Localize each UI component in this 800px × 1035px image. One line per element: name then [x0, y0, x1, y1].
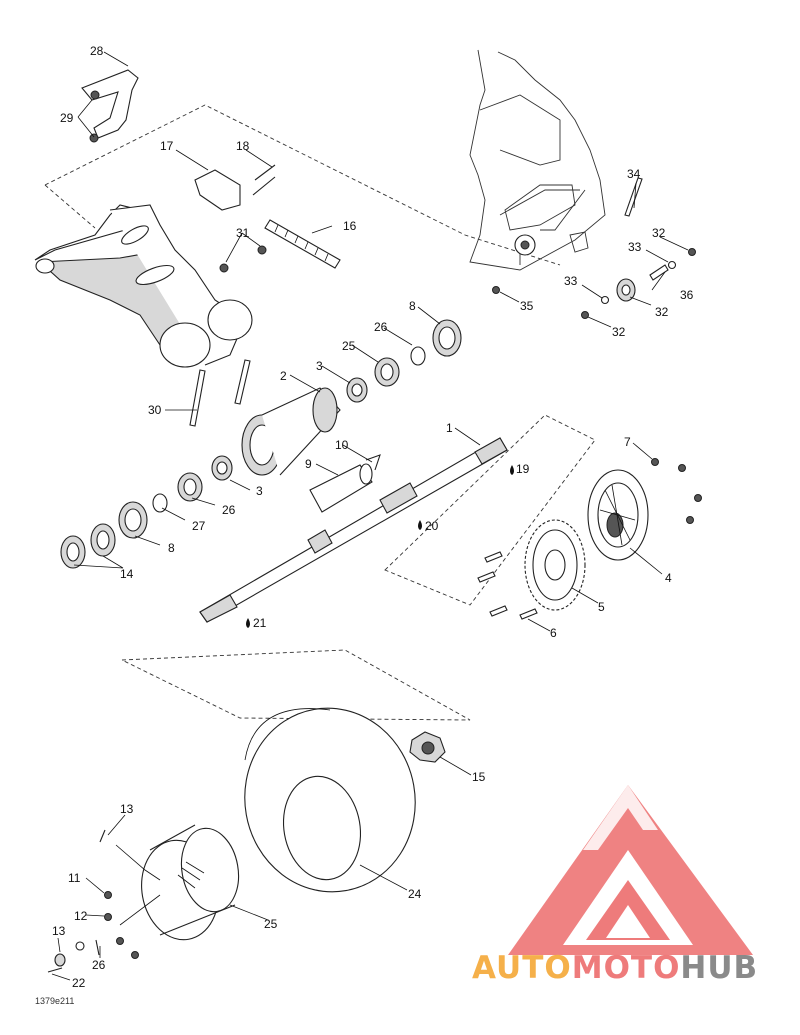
callout-9: 9 — [305, 457, 312, 471]
callout-19: 13 — [52, 924, 66, 938]
callout-31: 35 — [520, 299, 534, 313]
callout-18: 12 — [74, 909, 88, 923]
rear-tire — [244, 707, 416, 893]
callout-26-b: 20 — [425, 519, 439, 533]
sprocket-bolts — [477, 458, 702, 620]
leader-lines — [51, 51, 689, 981]
pivot-bolts — [189, 245, 267, 427]
callout-5: 5 — [598, 600, 605, 614]
grease-drop-icon — [418, 520, 422, 530]
spacer-tube — [309, 463, 373, 513]
grease-drop-icon — [510, 465, 514, 475]
callout-28: 31 — [236, 226, 250, 240]
rear-axle — [199, 437, 508, 623]
callout-6: 6 — [550, 626, 557, 640]
callout-labels: 28 29 17 18 16 31 30 2 3 25 26 8 1 10 9 … — [52, 44, 694, 990]
callout-26-c: 21 — [253, 616, 267, 630]
callout-8-lower: 8 — [168, 541, 175, 555]
callout-35: 29 — [60, 111, 74, 125]
callout-26-a: 19 — [516, 462, 530, 476]
callout-1: 1 — [446, 421, 453, 435]
automotohub-logo — [508, 785, 753, 955]
callout-14: 24 — [408, 887, 422, 901]
upper-bracket — [81, 69, 139, 143]
callout-17: 11 — [68, 871, 81, 885]
callout-12: 15 — [472, 770, 486, 784]
rear-sprocket — [524, 519, 586, 611]
callout-32-lower: 32 — [612, 325, 626, 339]
callout-13-lower: 26 — [222, 503, 236, 517]
automotohub-wordmark: AUTOMOTOHUB — [472, 950, 758, 986]
callout-13-upper: 25 — [342, 339, 356, 353]
callout-10: 10 — [335, 438, 349, 452]
callout-32-upper: 32 — [652, 226, 666, 240]
wheel-rim — [141, 824, 240, 941]
eccentric-housing — [241, 387, 341, 476]
callout-27: 30 — [148, 403, 162, 417]
callout-22: 17 — [160, 139, 174, 153]
callout-25-lower: 27 — [192, 519, 206, 533]
drive-chain — [264, 219, 341, 269]
callout-2: 2 — [280, 369, 287, 383]
callout-3-lower: 3 — [256, 484, 263, 498]
callout-24: 26 — [92, 958, 106, 972]
callout-25-upper: 26 — [374, 320, 388, 334]
drawing-code: 1379e211 — [35, 996, 75, 1006]
rim-fasteners — [47, 829, 139, 973]
callout-11: 14 — [120, 567, 134, 581]
shock-mount-parts — [492, 177, 696, 319]
grease-points — [246, 465, 514, 628]
callout-7: 7 — [624, 435, 631, 449]
callout-8-upper: 8 — [409, 299, 416, 313]
assembly-outline-lines — [44, 104, 596, 721]
brake-disc — [587, 469, 649, 561]
grease-drop-icon — [246, 618, 250, 628]
callout-21: 16 — [343, 219, 357, 233]
swing-arm — [34, 204, 253, 368]
wheel-hub — [409, 731, 446, 763]
bearings-seals — [60, 319, 462, 569]
callout-4: 4 — [665, 571, 672, 585]
wordmark-auto: AUTO — [472, 950, 572, 986]
callout-30: 34 — [627, 167, 641, 181]
wordmark-hub: HUB — [680, 950, 759, 986]
callout-33-lower: 33 — [564, 274, 578, 288]
vehicle-frame — [469, 49, 606, 271]
callout-20: 22 — [72, 976, 86, 990]
wordmark-moto: MOTO — [571, 950, 681, 986]
callout-3-upper: 3 — [316, 359, 323, 373]
callout-33-upper: 33 — [628, 240, 642, 254]
callout-15: 25 — [264, 917, 278, 931]
callout-36: 36 — [680, 288, 694, 302]
chain-guide — [194, 164, 276, 211]
callout-29: 32 — [655, 305, 669, 319]
callout-16: 13 — [120, 802, 134, 816]
callout-34: 28 — [90, 44, 104, 58]
callout-23: 18 — [236, 139, 250, 153]
